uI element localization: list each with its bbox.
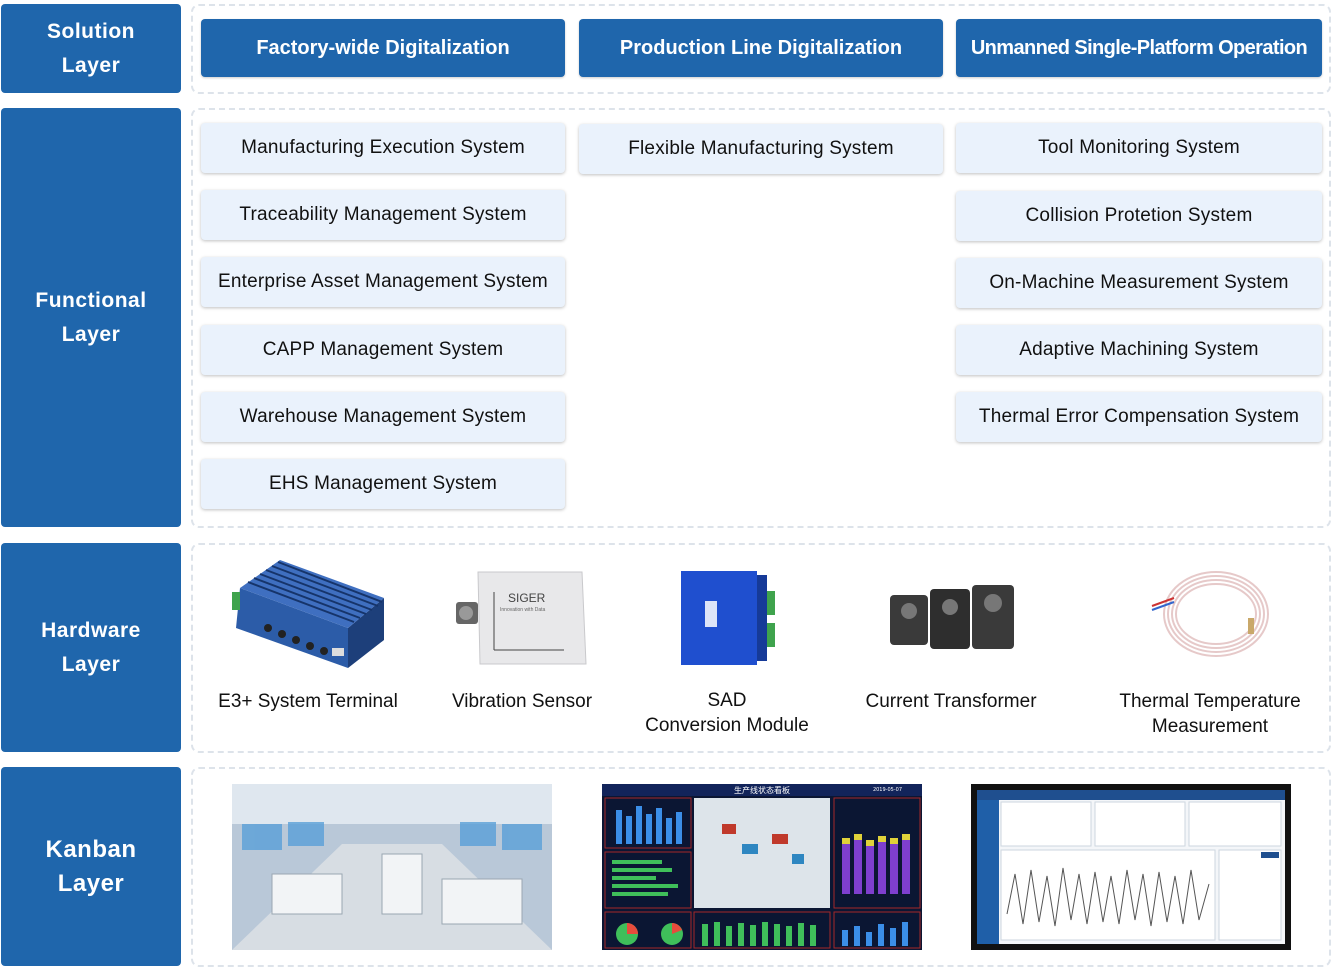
sad-module-image [681, 571, 775, 665]
func-thermal-error: Thermal Error Compensation System [956, 392, 1322, 442]
dashboard-title-text: 生产线状态看板 [734, 785, 790, 795]
func-collision-protection: Collision Protetion System [956, 191, 1322, 241]
hw-thermal-label: Thermal Temperature Measurement [1119, 691, 1301, 737]
monitoring-screen-image [971, 784, 1291, 950]
solution-unmanned-platform: Unmanned Single-Platform Operation [956, 19, 1322, 77]
sensor-brand-text: SIGER [508, 591, 546, 605]
hardware-panel [191, 543, 1331, 753]
func-adaptive-machining: Adaptive Machining System [956, 325, 1322, 375]
factory-floor-image [232, 784, 552, 950]
func-eam: Enterprise Asset Management System [201, 257, 565, 307]
thermal-sensor-image [1151, 571, 1269, 657]
hardware-layer-label: Hardware Layer [1, 543, 181, 752]
solution-factory-wide: Factory-wide Digitalization [201, 19, 565, 77]
func-wms: Warehouse Management System [201, 392, 565, 442]
functional-layer-label: Functional Layer [1, 108, 181, 527]
e3-terminal-image [232, 560, 384, 668]
kanban-layer-label: Kanban Layer [1, 767, 181, 966]
func-on-machine-measurement: On-Machine Measurement System [956, 258, 1322, 308]
hw-vibration-label: Vibration Sensor [451, 691, 593, 712]
func-traceability: Traceability Management System [201, 190, 565, 240]
func-fms: Flexible Manufacturing System [579, 124, 943, 174]
func-tool-monitoring: Tool Monitoring System [956, 123, 1322, 173]
func-mes: Manufacturing Execution System [201, 123, 565, 173]
hw-e3-label: E3+ System Terminal [218, 691, 398, 712]
solution-layer-label: Solution Layer [1, 4, 181, 93]
current-transformer-image [890, 585, 1014, 649]
sensor-tagline-text: Innovation with Data [500, 607, 546, 613]
kanban-panel [191, 767, 1331, 967]
functional-panel [191, 108, 1331, 528]
func-capp: CAPP Management System [201, 325, 565, 375]
hw-sad-label: SAD Conversion Module [645, 690, 809, 736]
production-line-dashboard-image: 生产线状态看板 2019-05-07 [602, 784, 922, 950]
dashboard-date-text: 2019-05-07 [873, 787, 902, 793]
solution-production-line: Production Line Digitalization [579, 19, 943, 77]
vibration-sensor-image: SIGER Innovation with Data [456, 571, 587, 665]
solution-panel [191, 4, 1331, 94]
func-ehs: EHS Management System [201, 459, 565, 509]
hw-ct-label: Current Transformer [865, 691, 1037, 712]
